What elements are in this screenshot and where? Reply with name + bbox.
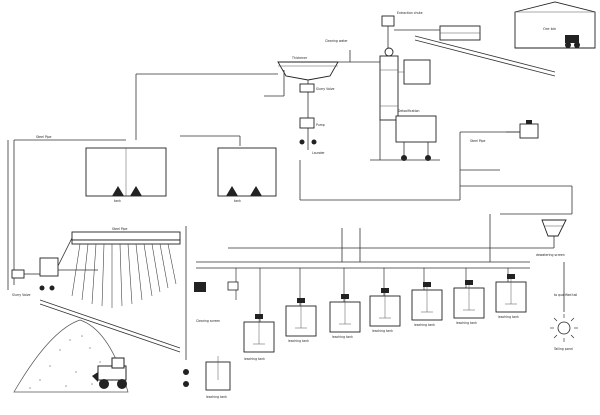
- pump-icon: [299, 83, 317, 145]
- ball-mill-icon: [379, 47, 431, 121]
- leaching-tank-7-label: leaching tank: [456, 321, 477, 325]
- leaching-tank-3-label: leaching tank: [288, 339, 309, 343]
- slurry-valve-label-2: Slurry Valve: [12, 293, 31, 297]
- horizontal-filter: Steel Pipe: [71, 227, 181, 308]
- agitator-icon: [339, 294, 351, 325]
- loader-icon: [92, 357, 127, 389]
- settling-tank-small: tank: [217, 147, 277, 203]
- detox-pumps: Detoxification: [379, 109, 437, 161]
- pump-icon: [183, 281, 239, 387]
- pump-icon: [401, 155, 431, 161]
- tank-label-1: tank: [114, 199, 121, 203]
- leaching-tank-8-label: leaching tank: [498, 315, 519, 319]
- pump-label: Pump: [316, 123, 325, 127]
- ore-bin-label: Ore bin: [543, 27, 556, 31]
- detoxification-label: Detoxification: [398, 109, 419, 113]
- extraction-chute-label: Extraction chute: [397, 11, 423, 15]
- screen-icon: [541, 219, 567, 237]
- dewatering-screen-label: dewatering screen: [536, 253, 565, 257]
- ore-pile-icon: [13, 319, 129, 393]
- pump-icon: [39, 285, 55, 291]
- extraction-chute: Extraction chute: [381, 11, 481, 52]
- leaching-tank-7: leaching tank: [453, 280, 485, 325]
- leaching-tank-5-label: leaching tank: [372, 329, 393, 333]
- agitator-icon: [379, 288, 391, 319]
- agitator-icon: [253, 314, 265, 345]
- left-feed-tank: Slurry Valve: [11, 237, 98, 297]
- leaching-tank-3: leaching tank: [285, 298, 317, 343]
- sun-icon: [550, 314, 578, 342]
- ore-bin-building: Ore bin: [514, 1, 596, 49]
- agitator-icon: [463, 280, 475, 311]
- filter-label: Steel Pipe: [112, 227, 127, 231]
- thickener-icon: Thickener Clearing water: [277, 39, 348, 81]
- conveyor-icon: [414, 35, 556, 77]
- clearing-screen-label: Clearing screen: [196, 319, 220, 323]
- leaching-tank-6-label: leaching tank: [414, 323, 435, 327]
- tailing-pond-label: Tailing pond: [553, 347, 573, 351]
- leaching-tank-1-label: leaching tank: [206, 395, 227, 399]
- leaching-tank-2: leaching tank: [243, 314, 275, 361]
- tank-label-2: tank: [234, 199, 241, 203]
- settling-tank-large: tank: [85, 147, 167, 203]
- leaching-tank-8: leaching tank: [495, 274, 527, 319]
- leaching-tank-5: leaching tank: [369, 288, 401, 333]
- leaching-tank-6: leaching tank: [411, 282, 443, 327]
- reagent-box: [506, 120, 539, 139]
- slurry-valve-label-1: Slurry Valve: [316, 87, 335, 91]
- loader-icon: [565, 35, 580, 48]
- agitator-icon: [421, 282, 433, 313]
- leaching-tank-4-label: leaching tank: [332, 335, 353, 339]
- to-qualified-tail-label: to qualified tail: [554, 293, 577, 297]
- clearing-water-label: Clearing water: [325, 39, 348, 43]
- building-icon: [514, 1, 596, 49]
- steel-pipe-label-1: Steel Pipe: [36, 135, 51, 139]
- agitator-icon: [505, 274, 517, 305]
- leaching-tank-2-label: leaching tank: [244, 357, 265, 361]
- thickener-label: Thickener: [291, 56, 308, 60]
- launder-label: Launder: [312, 151, 325, 155]
- agitator-icon: [295, 298, 307, 329]
- leaching-tank-1: leaching tank: [205, 356, 231, 399]
- steel-pipe-label-3: Steel Pipe: [470, 139, 485, 143]
- leaching-tank-4: leaching tank: [329, 294, 361, 339]
